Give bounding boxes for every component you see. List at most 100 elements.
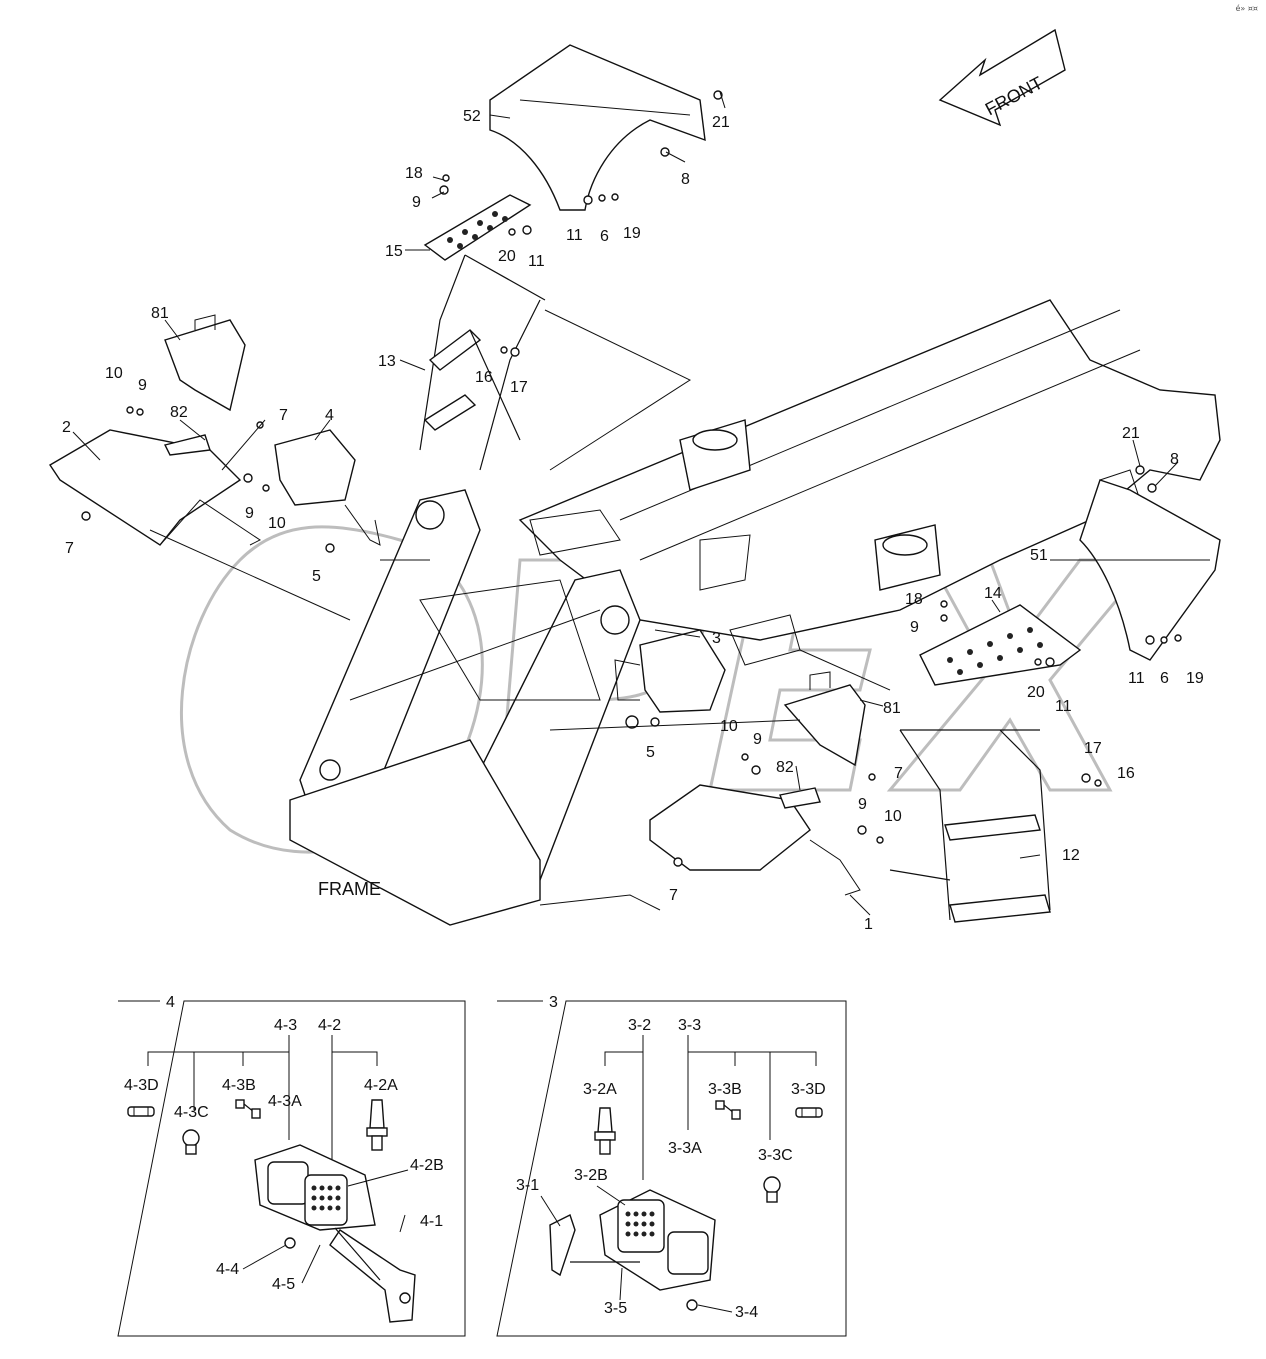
label-6: 6 — [600, 228, 609, 245]
label-7: 7 — [669, 887, 678, 904]
label-82: 82 — [170, 404, 188, 421]
label-3-5: 3-5 — [604, 1300, 627, 1317]
front-arrow-icon: FRONT — [938, 28, 1066, 127]
label-6: 6 — [1160, 670, 1169, 687]
label-3-4: 3-4 — [735, 1304, 758, 1321]
label-20: 20 — [498, 248, 516, 265]
bracket-81-right — [783, 671, 866, 767]
ladder-12 — [889, 729, 1051, 923]
label-11: 11 — [1055, 698, 1072, 715]
label-4-3A: 4-3A — [268, 1093, 302, 1110]
loader-frame — [289, 299, 1221, 926]
label-5: 5 — [312, 568, 321, 585]
label-7: 7 — [279, 407, 288, 424]
cover-2 — [49, 429, 261, 546]
label-19: 19 — [1186, 670, 1204, 687]
label-3-2: 3-2 — [628, 1017, 651, 1034]
corner-mark: é» ¤¤ — [1235, 4, 1258, 13]
label-4-1: 4-1 — [420, 1213, 443, 1230]
socket-icon — [715, 1100, 741, 1120]
label-19: 19 — [623, 225, 641, 242]
label-3-3B: 3-3B — [708, 1081, 742, 1098]
halogen-bulb-icon — [366, 1099, 388, 1151]
step-15 — [423, 194, 532, 261]
label-4-3: 4-3 — [274, 1017, 297, 1034]
label-3-2B: 3-2B — [574, 1167, 608, 1184]
label-10: 10 — [105, 365, 123, 382]
label-21: 21 — [1122, 425, 1140, 442]
label-52: 52 — [463, 108, 481, 125]
bulb-icon — [182, 1129, 200, 1155]
hardware-bolts-icon — [81, 90, 1182, 867]
ladder-13 — [419, 254, 546, 471]
label-3-3D: 3-3D — [791, 1081, 826, 1098]
label-5: 5 — [646, 744, 655, 761]
label-10: 10 — [268, 515, 286, 532]
frame-label: FRAME — [318, 879, 381, 899]
socket-icon — [235, 1099, 261, 1119]
lamp-4 — [274, 429, 381, 546]
label-3-3A: 3-3A — [668, 1140, 702, 1157]
label-13: 13 — [378, 353, 396, 370]
label-11: 11 — [528, 253, 545, 270]
part-number-labels: 52 21 8 18 9 11 6 19 20 11 15 81 13 16 1… — [62, 108, 1204, 933]
festoon-bulb-icon — [795, 1107, 823, 1118]
label-3-3: 3-3 — [678, 1017, 701, 1034]
label-51: 51 — [1030, 547, 1048, 564]
label-82: 82 — [776, 759, 794, 776]
label-16: 16 — [475, 369, 493, 386]
detail-box-4: 4 4-3 4-2 4-3D 4-3B 4-2A 4-3C 4-3A 4-2B … — [117, 994, 466, 1337]
bracket-82-right — [779, 787, 821, 809]
label-20: 20 — [1027, 684, 1045, 701]
label-14: 14 — [984, 585, 1002, 602]
label-4: 4 — [325, 407, 334, 424]
label-18: 18 — [905, 591, 923, 608]
label-81: 81 — [151, 305, 169, 322]
label-4-2: 4-2 — [318, 1017, 341, 1034]
label-81: 81 — [883, 700, 901, 717]
label-11: 11 — [566, 227, 583, 244]
label-4-3D: 4-3D — [124, 1077, 159, 1094]
label-3: 3 — [712, 630, 721, 647]
label-4-4: 4-4 — [216, 1261, 239, 1278]
label-15: 15 — [385, 243, 403, 260]
label-4-5: 4-5 — [272, 1276, 295, 1293]
leader-lines — [72, 91, 1179, 916]
detail-box-3: 3 3-2 3-3 3-2A 3-3B 3-3D 3-3A 3-3C 3-2B … — [496, 994, 847, 1337]
bracket-82-left — [163, 434, 211, 456]
label-9: 9 — [753, 731, 762, 748]
label-12: 12 — [1062, 847, 1080, 864]
label-4-2A: 4-2A — [364, 1077, 398, 1094]
festoon-bulb-icon — [127, 1106, 155, 1117]
label-8: 8 — [1170, 451, 1179, 468]
label-9: 9 — [138, 377, 147, 394]
label-4-2B: 4-2B — [410, 1157, 444, 1174]
label-1: 1 — [864, 916, 873, 933]
lamp-3 — [614, 629, 726, 713]
label-7: 7 — [65, 540, 74, 557]
detail-4-title: 4 — [166, 994, 175, 1011]
label-9: 9 — [910, 619, 919, 636]
label-21: 21 — [712, 114, 730, 131]
label-4-3B: 4-3B — [222, 1077, 256, 1094]
label-8: 8 — [681, 171, 690, 188]
label-9: 9 — [412, 194, 421, 211]
halogen-bulb-icon — [594, 1107, 616, 1155]
label-4-3C: 4-3C — [174, 1104, 209, 1121]
fender-51 — [1079, 479, 1221, 661]
label-3-1: 3-1 — [516, 1177, 539, 1194]
label-3-3C: 3-3C — [758, 1147, 793, 1164]
label-2: 2 — [62, 419, 71, 436]
bulb-icon — [763, 1176, 781, 1203]
work-lamp-assembly-3 — [540, 1185, 733, 1313]
label-17: 17 — [1084, 740, 1102, 757]
label-18: 18 — [405, 165, 423, 182]
detail-3-title: 3 — [549, 994, 558, 1011]
label-3-2A: 3-2A — [583, 1081, 617, 1098]
label-10: 10 — [884, 808, 902, 825]
fender-52 — [489, 44, 706, 211]
work-lamp-assembly-4 — [242, 1144, 416, 1323]
bracket-81-left — [164, 314, 246, 412]
label-9: 9 — [245, 505, 254, 522]
